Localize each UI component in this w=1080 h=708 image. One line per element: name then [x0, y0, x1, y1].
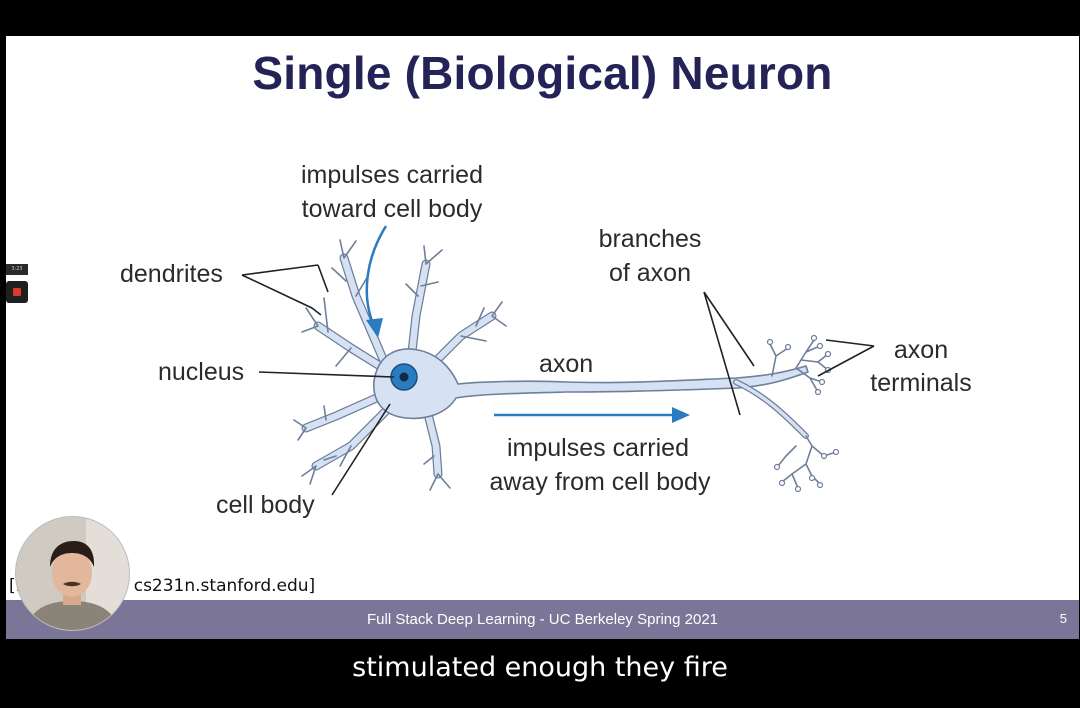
footer-text: Full Stack Deep Learning - UC Berkeley S… [366, 611, 718, 628]
away-from-cell-body-arrow [494, 407, 690, 423]
label-impulses-toward-line2: toward cell body [302, 195, 483, 223]
neuron-shape [293, 239, 840, 493]
label-nucleus: nucleus [158, 358, 244, 386]
nucleus-shape [390, 363, 418, 391]
label-impulses-away-line1: impulses carried [507, 434, 689, 462]
neuron-diagram: impulses carried toward cell body dendri… [120, 161, 972, 519]
slide-title: Single (Biological) Neuron [252, 47, 833, 99]
video-caption: stimulated enough they fire [352, 652, 728, 683]
label-branches-line1: branches [599, 225, 702, 253]
slide-footer: Full Stack Deep Learning - UC Berkeley S… [6, 600, 1079, 639]
presenter-avatar [16, 517, 129, 630]
page-number: 5 [1059, 611, 1067, 626]
label-branches-line2: of axon [609, 259, 691, 287]
toward-cell-body-arrow [365, 225, 388, 338]
label-dendrites: dendrites [120, 260, 223, 288]
stop-recording-button[interactable] [6, 281, 28, 303]
label-terminals-line2: terminals [870, 369, 971, 397]
label-impulses-toward-line1: impulses carried [301, 161, 483, 189]
recording-controls: 3:23 [6, 264, 28, 303]
label-impulses-away-line2: away from cell body [490, 468, 711, 496]
label-cell-body: cell body [216, 491, 315, 519]
label-terminals-line1: axon [894, 336, 948, 364]
label-pointer-lines [241, 264, 875, 496]
webcam-overlay [15, 516, 130, 631]
label-axon: axon [539, 350, 593, 378]
recording-timer: 3:23 [6, 264, 28, 275]
slide: Single (Biological) Neuron [6, 36, 1079, 639]
